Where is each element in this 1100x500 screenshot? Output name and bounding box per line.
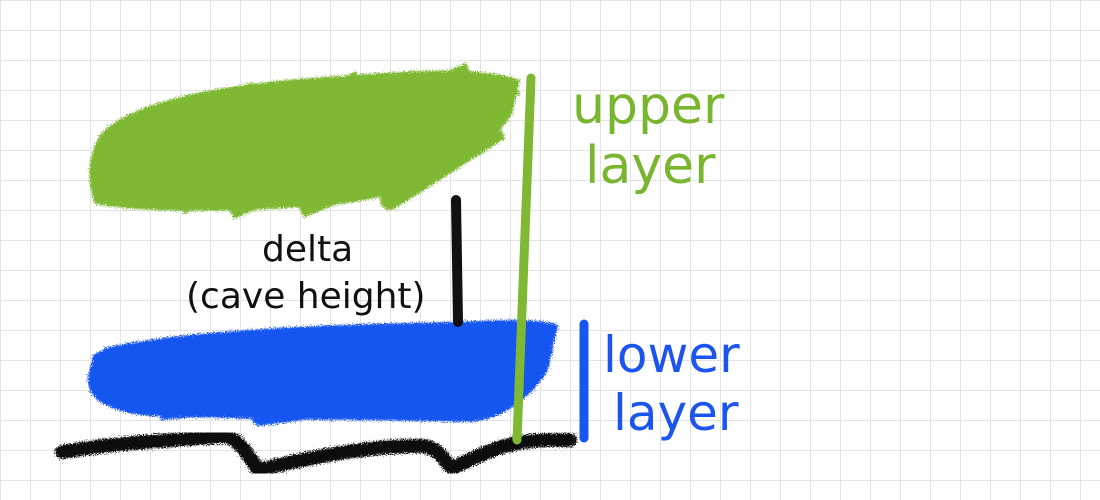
- upper-layer-scribble: [89, 62, 520, 220]
- cave-height-label: (cave height): [186, 276, 426, 317]
- lower-layer-strokes: [92, 322, 552, 426]
- upper-layer-line: [512, 73, 536, 445]
- upper-layer-strokes: [100, 62, 520, 220]
- lower-layer-scribble: [87, 320, 558, 426]
- lower-layer-label-line2: layer: [613, 384, 739, 442]
- lower-layer-label-line1: lower: [603, 326, 740, 384]
- upper-layer-label-line2: layer: [585, 136, 716, 196]
- delta-marker-line: [451, 195, 463, 327]
- ground-line: [55, 429, 577, 477]
- delta-label: delta: [262, 229, 354, 270]
- upper-layer-label-line1: upper: [572, 76, 725, 136]
